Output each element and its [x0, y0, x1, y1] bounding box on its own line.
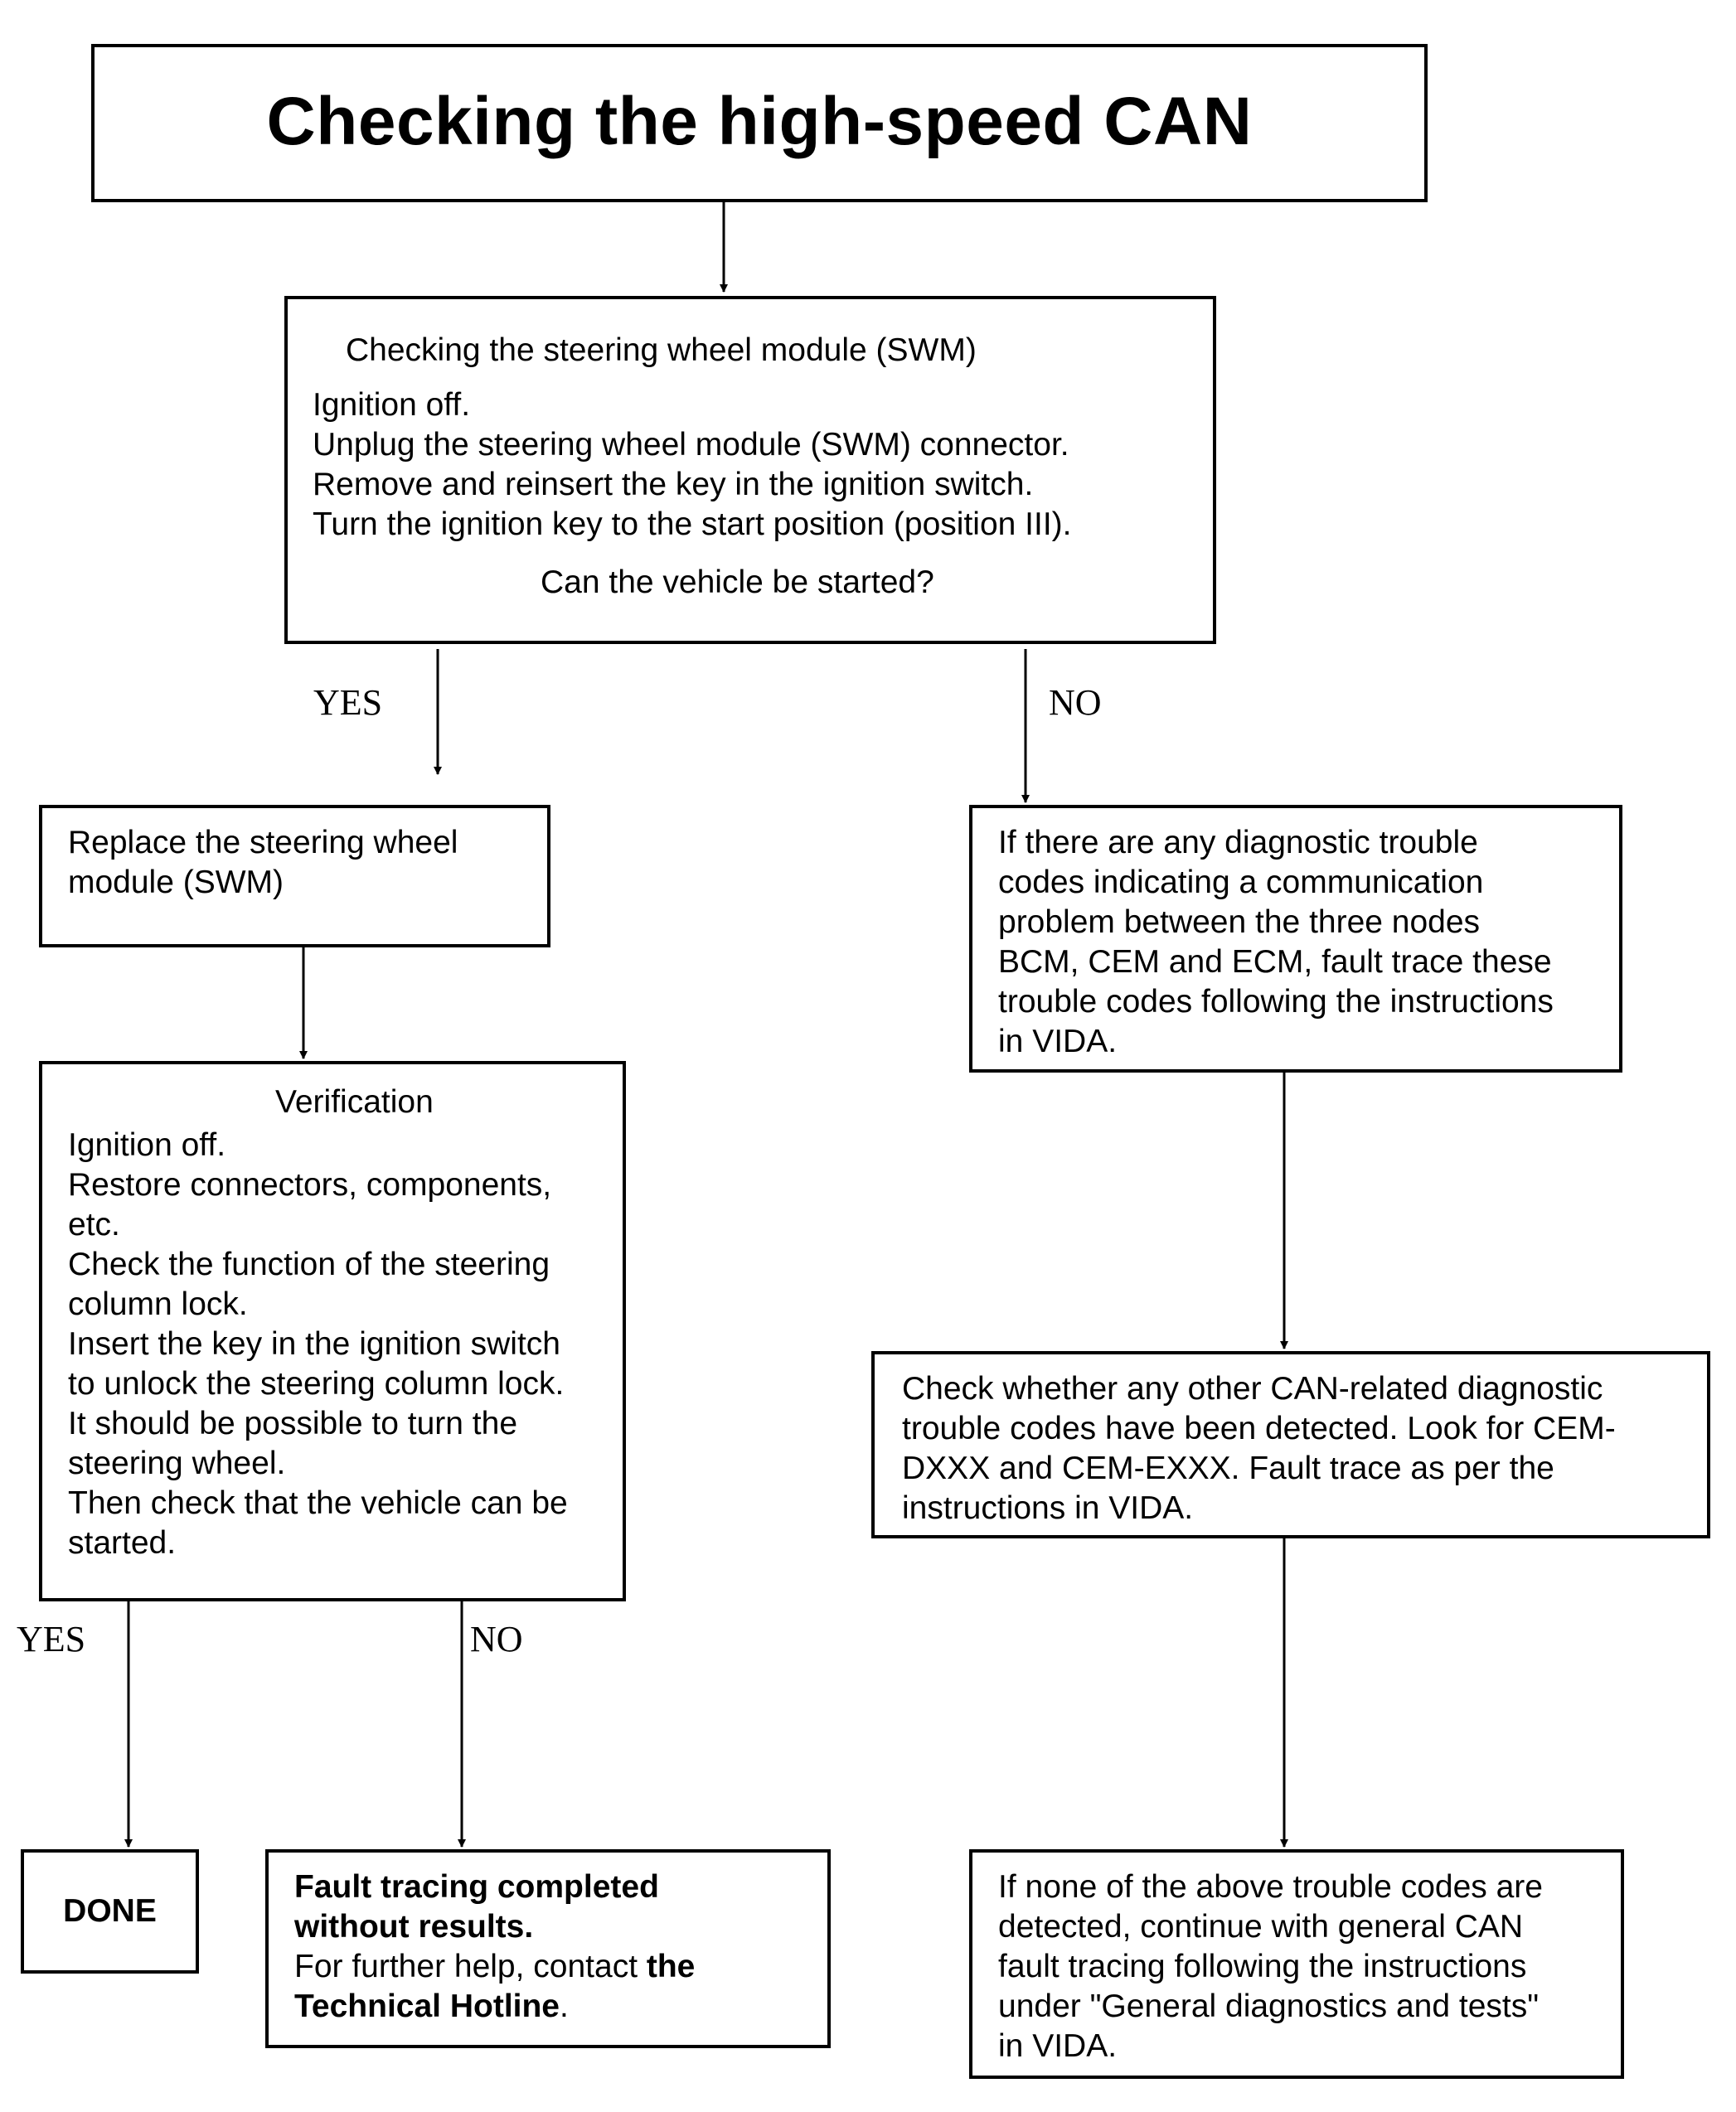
general-can-line: fault tracing following the instructions	[998, 1949, 1527, 1984]
swm-check-line: Turn the ignition key to the start posit…	[313, 506, 1072, 542]
dtc-communication-line: problem between the three nodes	[998, 904, 1481, 940]
done-label: DONE	[63, 1893, 157, 1929]
no-results-box: Fault tracing completed without results.…	[265, 1849, 831, 2048]
no-results-hotline-line: Technical Hotline.	[294, 1987, 827, 2027]
verification-line: Insert the key in the ignition switch	[68, 1326, 560, 1362]
swm-check-line: Ignition off.	[313, 387, 471, 423]
general-can-line: in VIDA.	[998, 2028, 1118, 2064]
dtc-communication-line: codes indicating a communication	[998, 865, 1484, 900]
dtc-communication-line: trouble codes following the instructions	[998, 984, 1554, 1020]
dtc-communication-line: If there are any diagnostic trouble	[998, 825, 1478, 860]
general-can-line: If none of the above trouble codes are	[998, 1869, 1543, 1905]
page-title: Checking the high-speed CAN	[266, 84, 1253, 159]
dtc-communication-box: If there are any diagnostic trouble code…	[969, 805, 1622, 1073]
no-results-contact-line: For further help, contact the	[294, 1947, 827, 1987]
verification-line: to unlock the steering column lock.	[68, 1366, 565, 1402]
replace-swm-line: Replace the steering wheel	[68, 825, 458, 860]
can-related-line: Check whether any other CAN-related diag…	[902, 1371, 1603, 1407]
verification-heading: Verification	[275, 1084, 434, 1120]
general-can-line: under "General diagnostics and tests"	[998, 1988, 1540, 2024]
verification-line: Check the function of the steering	[68, 1247, 550, 1282]
no-label-1: NO	[1049, 682, 1102, 723]
can-related-line: DXXX and CEM-EXXX. Fault trace as per th…	[902, 1451, 1554, 1486]
swm-check-line: Unplug the steering wheel module (SWM) c…	[313, 427, 1069, 463]
verification-line: Restore connectors, components,	[68, 1167, 552, 1203]
dtc-communication-line: in VIDA.	[998, 1024, 1118, 1059]
can-related-line: trouble codes have been detected. Look f…	[902, 1411, 1616, 1446]
general-can-box: If none of the above trouble codes are d…	[969, 1849, 1624, 2079]
no-label-2: NO	[470, 1619, 523, 1659]
swm-check-question: Can the vehicle be started?	[541, 564, 934, 600]
no-results-line: Fault tracing completed	[294, 1869, 659, 1905]
technical-hotline: Technical Hotline	[294, 1988, 560, 2024]
verification-line: steering wheel.	[68, 1446, 286, 1481]
verification-line: Then check that the vehicle can be	[68, 1485, 568, 1521]
yes-label-2: YES	[17, 1619, 86, 1659]
general-can-line: detected, continue with general CAN	[998, 1909, 1524, 1945]
can-related-dtc-box: Check whether any other CAN-related diag…	[871, 1351, 1710, 1538]
verification-line: etc.	[68, 1207, 120, 1242]
no-results-contact-the: the	[646, 1949, 696, 1984]
replace-swm-box: Replace the steering wheel module (SWM)	[39, 805, 550, 947]
replace-swm-line: module (SWM)	[68, 865, 284, 900]
done-box: DONE	[21, 1849, 199, 1974]
verification-line: column lock.	[68, 1286, 248, 1322]
no-results-period: .	[560, 1988, 569, 2024]
title-box: Checking the high-speed CAN	[91, 44, 1428, 202]
no-results-contact-text: For further help, contact	[294, 1949, 647, 1984]
verification-box: Verification Ignition off. Restore conne…	[39, 1061, 626, 1601]
verification-line: Ignition off.	[68, 1127, 226, 1163]
yes-label-1: YES	[313, 682, 383, 723]
dtc-communication-line: BCM, CEM and ECM, fault trace these	[998, 944, 1552, 980]
swm-check-box: Checking the steering wheel module (SWM)…	[284, 296, 1216, 644]
verification-line: started.	[68, 1525, 177, 1561]
swm-check-heading: Checking the steering wheel module (SWM)	[346, 332, 977, 368]
no-results-line: without results.	[294, 1909, 534, 1945]
verification-line: It should be possible to turn the	[68, 1406, 518, 1441]
swm-check-line: Remove and reinsert the key in the ignit…	[313, 467, 1034, 502]
can-related-line: instructions in VIDA.	[902, 1490, 1194, 1526]
